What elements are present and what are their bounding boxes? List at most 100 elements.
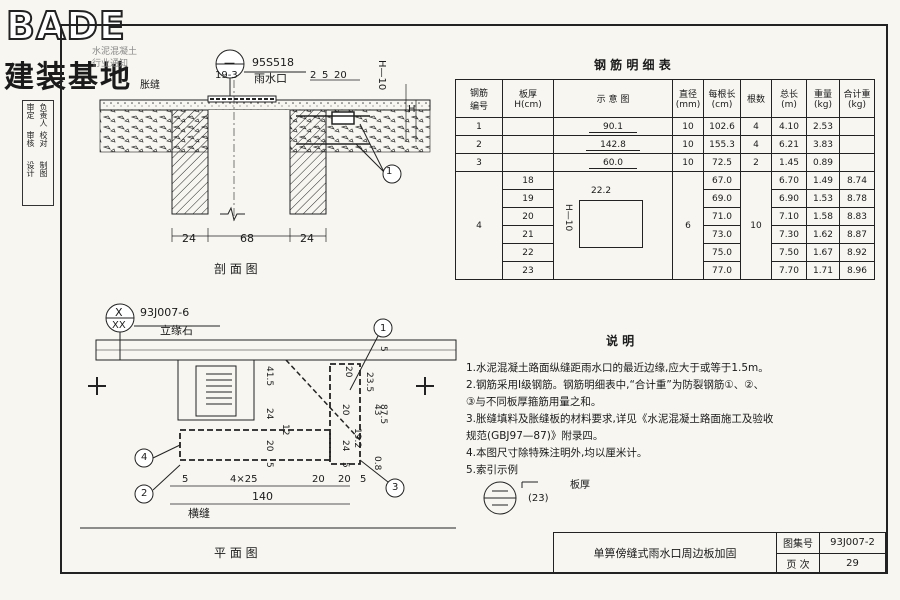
side-label: 审定 xyxy=(26,103,35,119)
cell-sum: 8.92 xyxy=(839,243,875,262)
drawing-sheet xyxy=(60,24,888,574)
table-row: 2 142.8 10 155.3 4 6.21 3.83 xyxy=(455,135,875,154)
cell-each: 69.0 xyxy=(703,189,741,208)
atlas-label: 图集号 xyxy=(776,532,820,554)
cell-each: 71.0 xyxy=(703,207,741,226)
table-row: 22 75.0 7.50 1.67 8.92 xyxy=(456,243,875,262)
cell-count: 4 xyxy=(740,117,772,136)
cell-thick: 18 xyxy=(502,171,554,190)
header-weight: 重量(kg) xyxy=(806,79,840,118)
table-row: 21 73.0 7.30 1.62 8.87 xyxy=(456,225,875,244)
cell-each: 155.3 xyxy=(703,135,741,154)
dim-right: 5 xyxy=(378,346,388,352)
cell-diagram-stirrup: 22.2 H—10 xyxy=(553,171,673,280)
ref-standard: 95S518 xyxy=(252,56,294,69)
dim-right: 43 xyxy=(372,404,382,416)
notes-list: 1.水泥混凝土路面纵缝距雨水口的最近边缘,应大于或等于1.5m。 2.钢筋采用Ⅰ… xyxy=(466,360,876,479)
side-label: 制图 xyxy=(39,161,48,177)
cell-total: 6.21 xyxy=(771,135,807,154)
plan-ref-bottom: XX xyxy=(112,320,126,331)
dim-right: 20 xyxy=(343,366,353,378)
dim-right: 23.5 xyxy=(364,372,374,393)
cell-total: 7.30 xyxy=(771,225,807,244)
section-caption: 剖 面 图 xyxy=(214,262,258,276)
cell-weight: 1.49 xyxy=(806,171,840,190)
header-no: 钢筋编号 xyxy=(455,79,503,118)
cell-dia: 10 xyxy=(672,135,704,154)
callout-1: 1 xyxy=(380,323,387,334)
cell-thick xyxy=(502,135,554,154)
dim-left: 5 xyxy=(264,462,274,468)
dim-right: 0.8 xyxy=(372,456,382,471)
ref-name: 雨水口 xyxy=(254,72,287,85)
stirrup-width: 22.2 xyxy=(591,185,612,196)
cell-weight: 1.58 xyxy=(806,207,840,226)
dim-total: 140 xyxy=(252,490,273,503)
cell-no: 3 xyxy=(455,153,503,172)
logo-chinese: 建装基地 xyxy=(4,60,132,95)
cell-thick: 20 xyxy=(502,207,554,226)
header-total: 总长(m) xyxy=(771,79,807,118)
top-dim: 5 xyxy=(322,70,329,81)
dim-right: 5 xyxy=(340,462,350,468)
note-item: 规范(GBJ97—87)》附录四。 xyxy=(466,430,604,442)
header-count: 根数 xyxy=(740,79,772,118)
dim-right: 87.5 xyxy=(378,404,388,425)
bottom-dim: 24 xyxy=(182,232,196,245)
cell-sum xyxy=(839,153,875,172)
cell-diagram: 60.0 xyxy=(553,153,673,172)
note-item: ③与不同板厚箍筋用量之和。 xyxy=(466,396,602,408)
plan-ref-top: X xyxy=(115,306,123,319)
title-block: 单箅傍缝式雨水口周边板加固 图集号 93J007-2 页 次 29 xyxy=(553,532,886,574)
cell-sum xyxy=(839,117,875,136)
dim-bottom: 5 xyxy=(360,474,367,485)
joint-fill-label: 胀缝 xyxy=(140,80,160,91)
cell-thick: 23 xyxy=(502,261,554,280)
cell-weight: 1.62 xyxy=(806,225,840,244)
cell-weight: 1.67 xyxy=(806,243,840,262)
dim-left: 20 xyxy=(264,440,274,452)
dim-bottom: 20 xyxy=(338,474,351,485)
dim-right: 20 xyxy=(340,404,350,416)
cell-dia: 10 xyxy=(672,153,704,172)
notes-title: 说 明 xyxy=(606,334,635,348)
cell-count: 2 xyxy=(740,153,772,172)
transverse-joint-label: 横缝 xyxy=(188,507,210,520)
dim-right: 24 xyxy=(340,440,350,452)
watermark-text: 水泥混凝土 xyxy=(92,47,138,57)
plan-drawing xyxy=(80,303,457,529)
cell-weight: 1.71 xyxy=(806,261,840,280)
cell-total: 6.90 xyxy=(771,189,807,208)
cell-sum: 8.83 xyxy=(839,207,875,226)
side-label: 负责人 xyxy=(39,103,48,127)
watermark-text: 行业通知 xyxy=(92,59,129,69)
cell-diagram: 90.1 xyxy=(553,117,673,136)
dim-bottom: 20 xyxy=(312,474,325,485)
bade-logo: BADE 建装基地 水泥混凝土 行业通知 xyxy=(4,3,176,95)
cell-sum: 8.78 xyxy=(839,189,875,208)
table-row: 3 60.0 10 72.5 2 1.45 0.89 xyxy=(455,153,875,172)
cell-count: 10 xyxy=(740,171,772,280)
header-sum: 合计重(kg) xyxy=(839,79,875,118)
cell-weight: 1.53 xyxy=(806,189,840,208)
stirrup-shape xyxy=(579,199,643,248)
cell-total: 4.10 xyxy=(771,117,807,136)
h-label: H xyxy=(408,104,416,115)
top-dim: 2 xyxy=(310,70,317,81)
cell-weight: 0.89 xyxy=(806,153,840,172)
plan-ref-standard: 93J007-6 xyxy=(140,306,190,319)
stirrup-height: H—10 xyxy=(563,203,573,231)
top-dim: 20 xyxy=(334,70,347,81)
example-label: 板厚 xyxy=(570,480,590,491)
logo-text: BADE xyxy=(5,3,126,49)
cell-total: 6.70 xyxy=(771,171,807,190)
header-diagram: 示 意 图 xyxy=(553,79,673,118)
cell-each: 73.0 xyxy=(703,225,741,244)
header-each: 每根长(cm) xyxy=(703,79,741,118)
plan-caption: 平 面 图 xyxy=(214,546,258,560)
cell-no: 4 xyxy=(455,171,503,280)
dim-bottom: 5 xyxy=(182,474,189,485)
callout-2: 2 xyxy=(141,488,148,499)
cell-sum: 8.74 xyxy=(839,171,875,190)
callout-4: 4 xyxy=(141,452,148,463)
